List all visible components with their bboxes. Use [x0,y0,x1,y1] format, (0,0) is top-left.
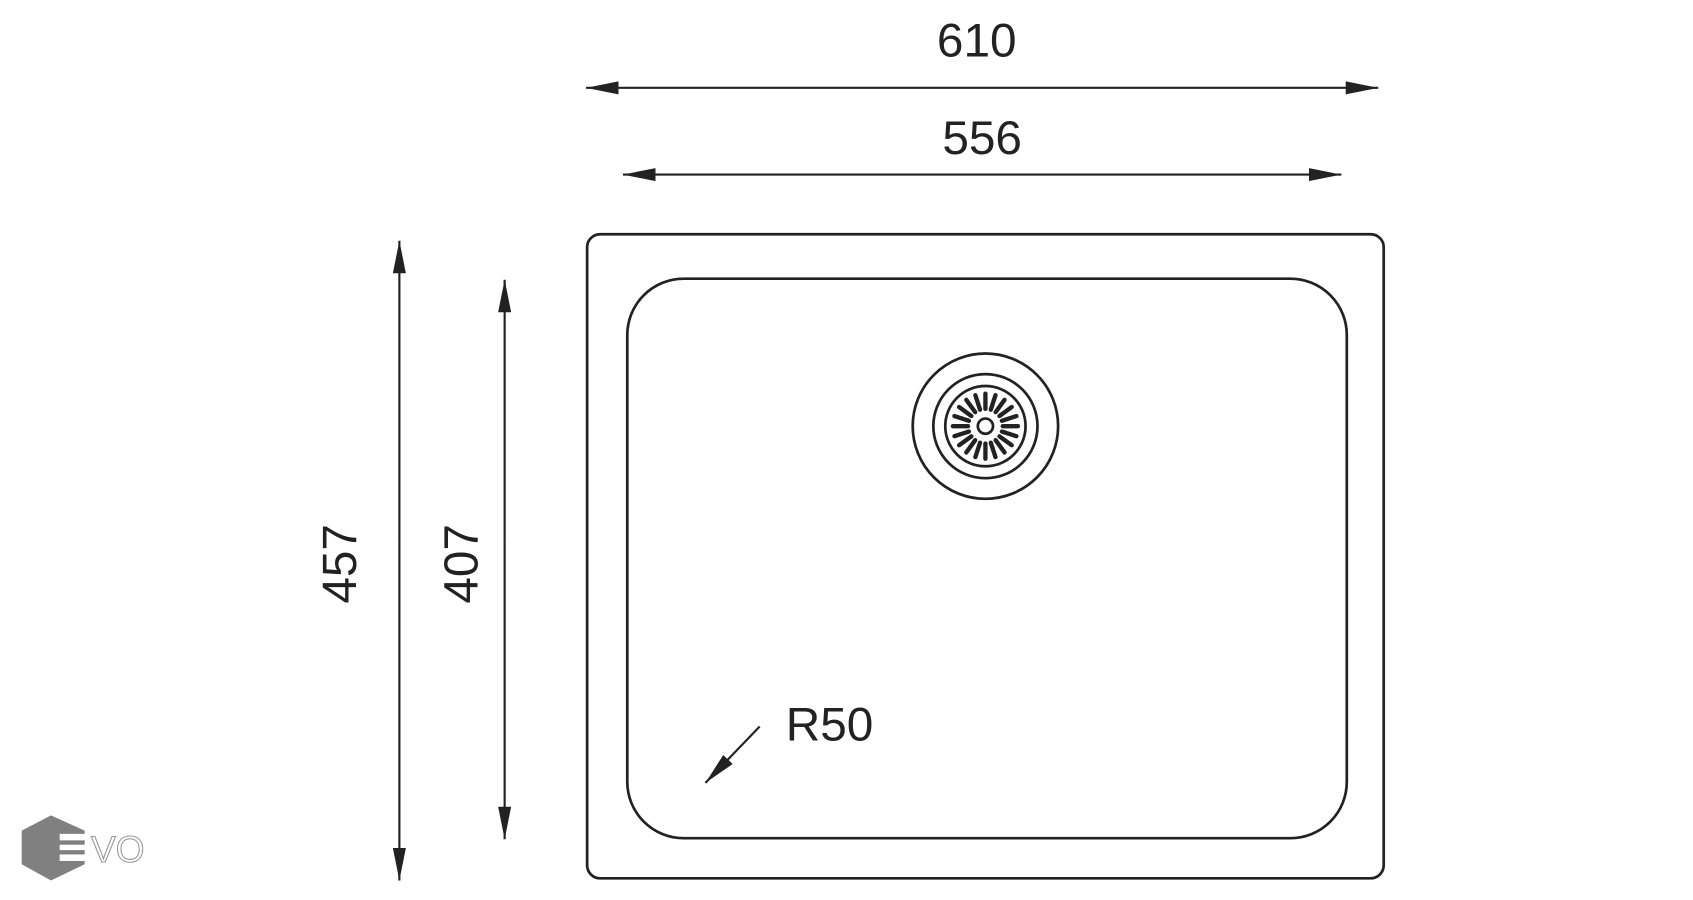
dimension-overall-depth: 457 [314,240,406,881]
drain-slot [993,438,1007,455]
drain-slot [988,393,998,412]
drain-slot [964,397,978,415]
drain-slot [999,413,1019,423]
sink-bowl [625,277,1349,840]
bowl-width-label: 556 [942,112,1022,165]
drain-slot [952,413,972,423]
dimension-bowl-depth: 407 [435,279,512,840]
drain-slot [956,404,974,419]
corner-radius-label: R50 [786,699,874,752]
drain-slot [964,438,978,455]
drain-slot [973,393,983,412]
drain-slot [999,429,1019,439]
corner-radius-callout: R50 [704,699,874,784]
drain-slot [973,440,983,460]
drain-slot [956,434,974,448]
drain-slot [997,404,1014,419]
overall-width-label: 610 [937,14,1017,67]
evo-logo: VO [21,815,145,881]
bowl-depth-label: 407 [435,524,488,604]
drain-slot [993,397,1007,415]
dimension-overall-width: 610 [586,14,1379,95]
drain-strainer-icon [911,352,1060,501]
drain-slot [988,440,998,460]
drain-slot [997,434,1014,448]
dimension-bowl-width: 556 [622,112,1342,182]
overall-depth-label: 457 [314,524,367,604]
logo-text: VO [91,829,144,870]
drain-slot [952,429,972,439]
sink-outer-rim [585,232,1386,880]
